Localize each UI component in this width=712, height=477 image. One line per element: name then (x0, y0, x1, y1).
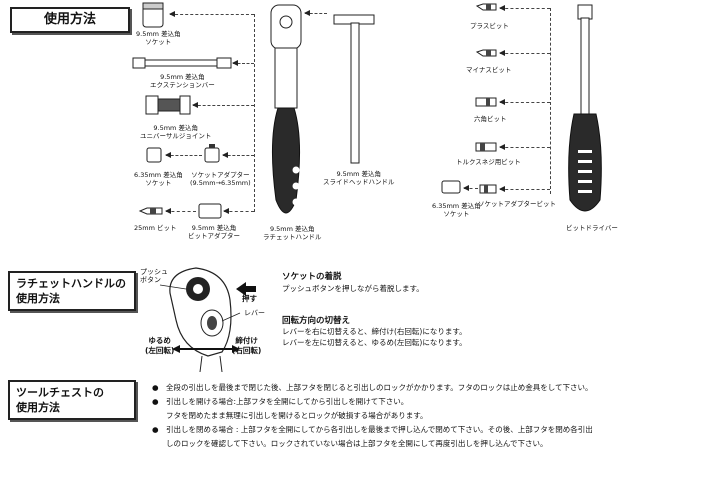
universal-joint-icon (145, 95, 191, 115)
hex-bit-label: 六角ビット (474, 115, 507, 123)
socket-icon (142, 2, 164, 28)
socket-635-label: 6.35mm 差込角ソケット (134, 171, 183, 187)
list-item: ●引出しを閉める場合 : 上部フタを全開にしてから各引出しを最後まで押し込んで閉… (152, 425, 593, 448)
hex-bit-icon (475, 97, 497, 107)
socket-label: 9.5mm 差込角ソケット (136, 30, 181, 46)
torx-bit-icon (475, 142, 497, 152)
loosen-label: ゆるめ(左回転) (145, 336, 175, 355)
bit-driver-icon (568, 4, 602, 212)
minus-bit-label: マイナスビット (466, 66, 512, 74)
minus-bit-icon (475, 49, 497, 57)
push-label: 押す (242, 294, 257, 303)
arrow-socket-adapter-bit (499, 186, 550, 192)
socket-small-right-icon (441, 180, 461, 194)
list-item: ●引出しを開ける場合:上部フタを全開にしてから引出しを開けて下さい。フタを閉めた… (152, 397, 428, 420)
socket-adapter-bit-label: ソケットアダプタービット (478, 200, 556, 208)
socket-title: ソケットの着脱 (282, 272, 342, 282)
chest-instructions: ●全段の引出しを最後まで閉じた後、上部フタを閉じると引出しのロックがかかります。… (152, 381, 708, 451)
plus-bit-label: プラスビット (470, 22, 509, 30)
usage-header: 使用方法 (10, 7, 130, 33)
chest-usage-header: ツールチェストの使用方法 (8, 380, 136, 420)
slide-head-handle-icon (333, 14, 375, 164)
arrow-ratchet-head (304, 10, 327, 16)
push-button-label: プッシュボタン (140, 268, 168, 284)
arrow-universal (192, 102, 254, 108)
bit-25-label: 25mm ビット (134, 224, 177, 232)
ratchet-head-diagram (169, 267, 232, 373)
rotation-text: レバーを右に切替えると、締付け(右回転)になります。 レバーを左に切替えると、ゆ… (282, 327, 467, 347)
list-item: ●全段の引出しを最後まで閉じた後、上部フタを閉じると引出しのロックがかかります。… (152, 383, 593, 392)
socket-small-icon (146, 147, 162, 163)
left-right-arrow-icon (172, 345, 240, 353)
callout-lines (159, 284, 241, 322)
guide-right (550, 8, 551, 194)
arrow-socket-small-right (463, 185, 478, 191)
bit-adapter-label: 9.5mm 差込角ビットアダプター (188, 224, 240, 240)
arrow-plus-bit (499, 5, 550, 11)
arrow-hex-bit (499, 99, 550, 105)
arrow-torx-bit (499, 144, 550, 150)
bit-25mm-icon (138, 207, 163, 215)
bit-adapter-icon (198, 203, 222, 219)
arrow-minus-bit (499, 50, 550, 56)
socket-adapter-label: ソケットアダプター(9.5mm→6.35mm) (190, 171, 251, 187)
arrow-bit (165, 208, 196, 214)
arrow-socket (169, 11, 254, 17)
push-arrow-icon (236, 282, 256, 296)
guide-left (254, 14, 255, 212)
extension-bar-label: 9.5mm 差込角エクステンションバー (150, 73, 215, 89)
tighten-label: 締付け(右回転) (232, 336, 262, 355)
extension-bar-icon (132, 57, 232, 69)
ratchet-handle-label: 9.5mm 差込角ラチェットハンドル (263, 225, 322, 241)
ratchet-usage-header: ラチェットハンドルの使用方法 (8, 271, 136, 311)
bit-driver-label: ビットドライバー (566, 224, 618, 232)
plus-bit-icon (475, 3, 497, 11)
rotation-title: 回転方向の切替え (282, 316, 351, 326)
arrow-socket-small (165, 152, 202, 158)
arrow-extension (232, 60, 254, 66)
slide-head-handle-label: 9.5mm 差込角スライドヘッドハンドル (323, 170, 395, 186)
socket-635-right-label: 6.35mm 差込角ソケット (432, 202, 481, 218)
socket-adapter-bit-icon (479, 184, 497, 194)
ratchet-handle-icon (270, 4, 302, 214)
universal-joint-label: 9.5mm 差込角ユニバーサルジョイント (140, 124, 212, 140)
arrow-bit-adapter (223, 208, 254, 214)
arrow-socket-adapter (222, 152, 254, 158)
socket-adapter-icon (204, 144, 220, 163)
lever-label: レバー (244, 309, 265, 317)
socket-text: プッシュボタンを押しながら着脱します。 (282, 284, 424, 293)
torx-bit-label: トルクスネジ用ビット (456, 158, 521, 166)
